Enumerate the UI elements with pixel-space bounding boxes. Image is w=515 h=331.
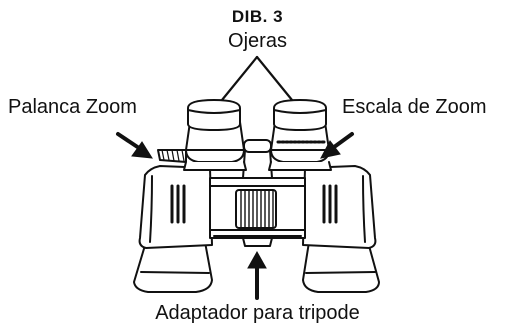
eyecups-pointer-lines <box>220 55 294 102</box>
figure-title: DIB. 3 <box>231 7 284 26</box>
label-tripod-adapter: Adaptador para tripode <box>155 302 360 324</box>
label-eyecups: Ojeras <box>228 30 287 52</box>
tripod-adapter-arrow-icon <box>247 250 267 300</box>
label-zoom-scale: Escala de Zoom <box>342 96 487 118</box>
label-zoom-lever: Palanca Zoom <box>8 96 137 118</box>
zoom-lever-arrow-icon <box>116 132 153 159</box>
zoom-scale-arrow-icon <box>320 132 354 159</box>
